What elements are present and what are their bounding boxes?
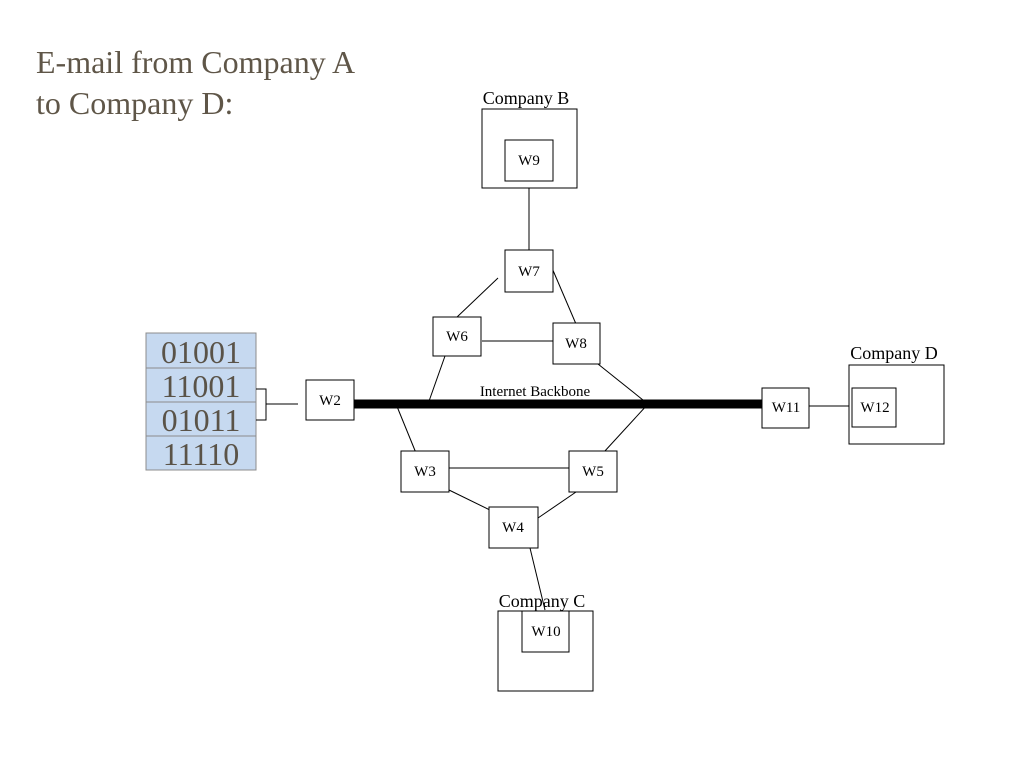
node-w7 (504, 249, 554, 293)
node-w5 (568, 450, 618, 493)
node-w10-label: W10 (531, 624, 560, 640)
message-bits: 01001 11001 01011 11110 (145, 332, 267, 472)
link-w8-backbone (597, 363, 649, 405)
bits-row-4: 11110 (163, 436, 239, 472)
bits-cell (145, 367, 257, 403)
company-b-label: Company B (483, 88, 570, 108)
bits-row-3: 01011 (162, 402, 241, 438)
link-w3-w4 (448, 489, 495, 513)
bits-row-2: 11001 (162, 368, 241, 404)
bits-row-1: 01001 (161, 334, 241, 370)
node-w3 (400, 450, 450, 493)
link-backbone-w3 (395, 403, 417, 454)
backbone-label: Internet Backbone (480, 384, 591, 400)
link-w6-backbone (427, 355, 446, 405)
node-w10 (521, 610, 570, 653)
node-w12-label: W12 (860, 400, 889, 416)
node-w6-label: W6 (446, 329, 468, 345)
link-w7-w6 (455, 277, 499, 319)
link-backbone-w5 (603, 403, 649, 453)
node-w8 (552, 322, 601, 365)
link-w5-w4 (537, 491, 577, 519)
company-c-label: Company C (499, 591, 586, 611)
node-w4 (488, 506, 539, 549)
node-w11-label: W11 (772, 400, 801, 416)
node-w2 (305, 379, 355, 421)
node-w12 (851, 387, 897, 428)
bits-bracket (256, 388, 267, 421)
node-w8-label: W8 (565, 336, 587, 352)
node-w11 (761, 387, 810, 429)
node-w2-label: W2 (319, 393, 341, 409)
node-w9 (504, 139, 554, 182)
node-w5-label: W5 (582, 464, 604, 480)
bits-cell (145, 332, 257, 369)
company-d: Company D W12 (848, 343, 945, 445)
company-c: Company C W10 (497, 591, 594, 692)
network-links (266, 188, 852, 611)
node-w9-label: W9 (518, 153, 540, 169)
link-w4-c (529, 547, 546, 611)
node-w3-label: W3 (414, 464, 436, 480)
slide-title-line-1: E-mail from Company A (36, 44, 356, 80)
company-d-label: Company D (850, 343, 938, 363)
node-w4-label: W4 (502, 520, 524, 536)
bits-cell (145, 435, 257, 471)
router-nodes: W7 W6 W8 W2 W11 W3 W5 W4 (305, 249, 810, 549)
bits-cell (145, 401, 257, 437)
slide-title: E-mail from Company A to Company D: (36, 42, 355, 124)
company-b: Company B W9 (481, 88, 578, 189)
slide-title-line-2: to Company D: (36, 85, 234, 121)
node-w6 (432, 316, 482, 357)
link-w7-w8 (551, 267, 577, 325)
node-w7-label: W7 (518, 264, 540, 280)
